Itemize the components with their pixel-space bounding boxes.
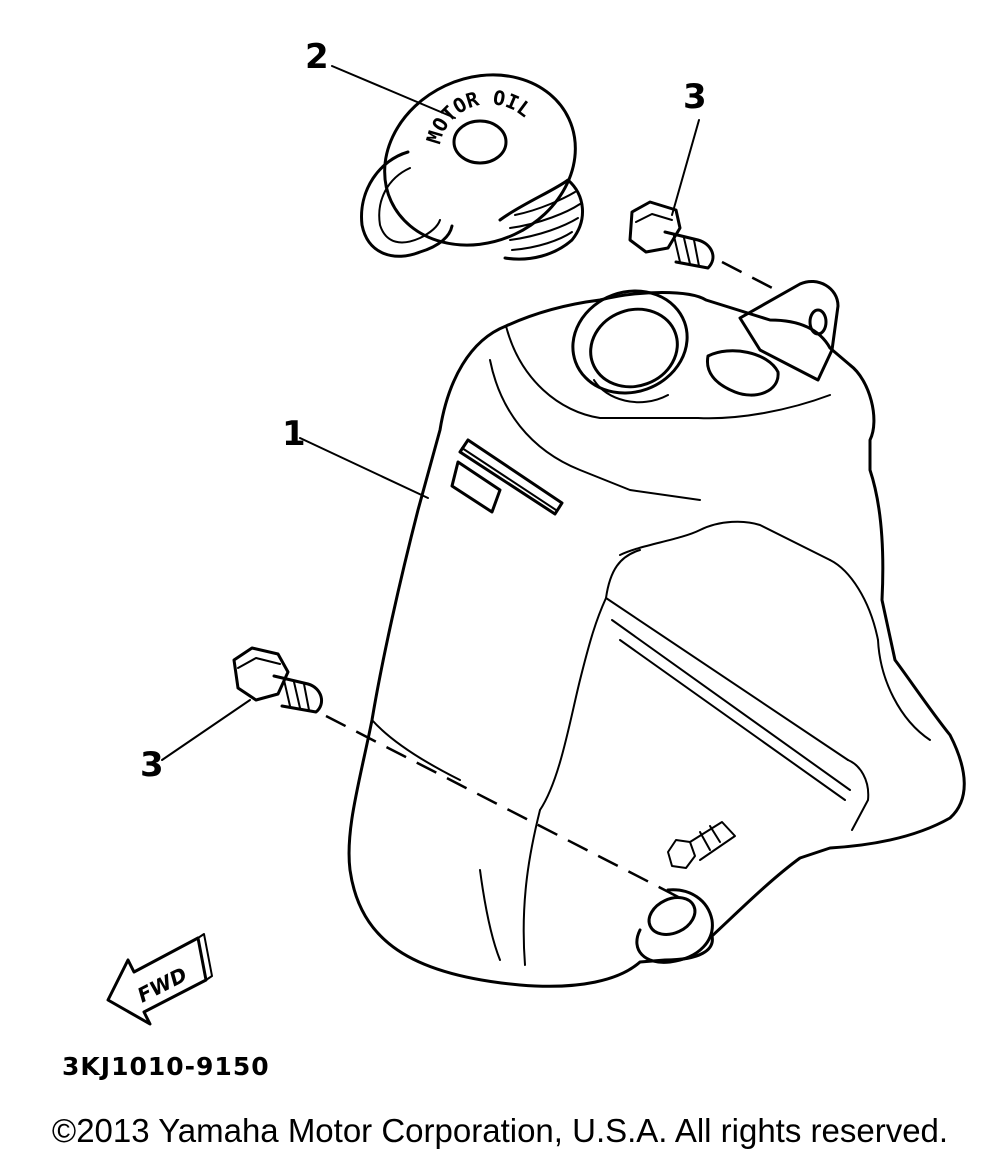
callout-1-leader — [300, 438, 428, 498]
bolt-left — [234, 648, 322, 712]
callout-2: 2 — [305, 37, 455, 118]
callout-2-leader — [332, 66, 455, 118]
oil-filler-cap: MOTOR OIL — [357, 44, 604, 275]
callout-3-left-number: 3 — [140, 745, 164, 785]
callout-3-top: 3 — [672, 77, 707, 215]
diagram-part-number: 3KJ1010-9150 — [62, 1052, 270, 1081]
copyright-notice: ©2013 Yamaha Motor Corporation, U.S.A. A… — [51, 1112, 949, 1149]
callout-1: 1 — [282, 414, 428, 498]
callout-3-left-leader — [162, 700, 250, 760]
callout-3-left: 3 — [140, 700, 250, 785]
forward-arrow-icon: FWD — [108, 934, 212, 1024]
bolt-top-guide-line — [722, 262, 780, 292]
callout-1-number: 1 — [282, 414, 306, 454]
callout-2-number: 2 — [305, 37, 329, 77]
oil-tank — [349, 275, 964, 986]
bolt-top — [630, 202, 713, 268]
cap-label-text: MOTOR OIL — [421, 85, 536, 146]
bolt-left-guide-line — [326, 716, 688, 902]
callout-3-top-number: 3 — [683, 77, 707, 117]
callout-3-top-leader — [672, 120, 699, 215]
